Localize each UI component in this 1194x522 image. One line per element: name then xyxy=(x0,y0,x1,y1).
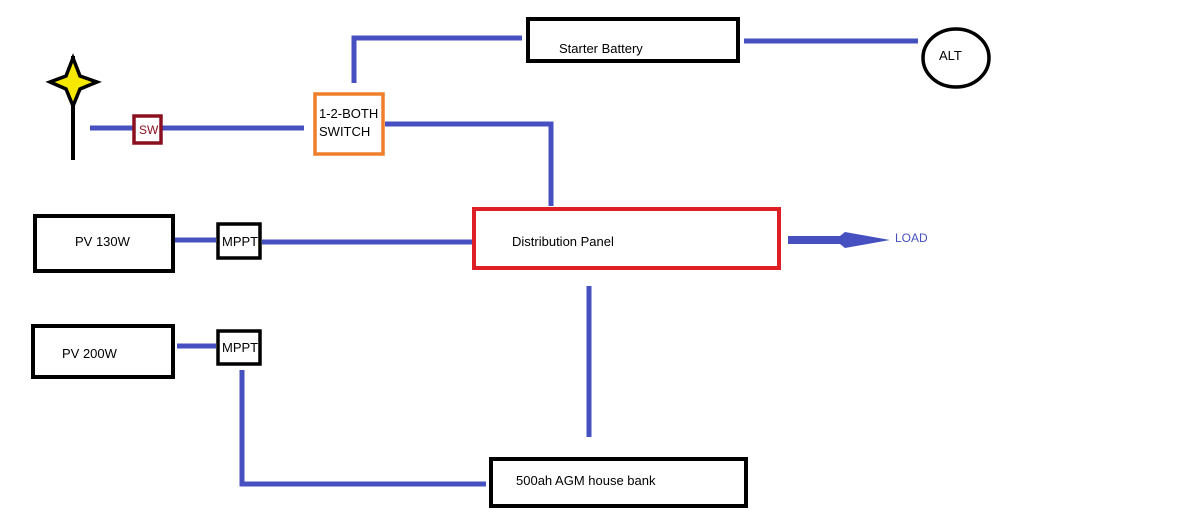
house-bank: 500ah AGM house bank xyxy=(489,457,748,508)
sw-breaker: SW xyxy=(132,114,163,145)
load-label: LOAD xyxy=(895,231,928,245)
starter-battery: Starter Battery xyxy=(526,17,740,63)
distribution-panel-box xyxy=(472,207,781,270)
sw-box xyxy=(132,114,163,145)
mppt-top: MPPT xyxy=(216,222,262,260)
starter-battery-box xyxy=(526,17,740,63)
lamp xyxy=(45,53,102,160)
wire-mppt-to-house-bank xyxy=(239,370,486,487)
pv130-label: PV 130W xyxy=(75,234,131,249)
starter-battery-label: Starter Battery xyxy=(559,41,643,56)
mppt-bottom: MPPT xyxy=(216,329,262,366)
distribution-panel: Distribution Panel xyxy=(472,207,781,270)
mppt-bottom-box xyxy=(216,329,262,366)
wire-switch-to-panel xyxy=(385,121,554,206)
wires xyxy=(90,35,918,487)
sw-label: SW xyxy=(139,123,159,137)
alt-circle xyxy=(921,27,991,89)
distribution-panel-label: Distribution Panel xyxy=(512,234,614,249)
pv200-panel: PV 200W xyxy=(31,324,175,379)
sparkle-lamp-icon xyxy=(45,53,102,111)
switch-label-line2: SWITCH xyxy=(319,124,370,139)
pv130-panel: PV 130W xyxy=(33,214,175,273)
switch-box xyxy=(313,92,385,156)
battery-switch: 1-2-BOTH SWITCH xyxy=(313,92,385,156)
house-bank-box xyxy=(489,457,748,508)
house-bank-label: 500ah AGM house bank xyxy=(516,473,656,488)
switch-label-line1: 1-2-BOTH xyxy=(319,106,378,121)
load-arrow xyxy=(788,232,890,248)
mppt-top-box xyxy=(216,222,262,260)
wire-switch-to-starter-battery xyxy=(351,35,522,83)
pv200-label: PV 200W xyxy=(62,346,118,361)
pv130-box xyxy=(33,214,175,273)
alt-label: ALT xyxy=(939,48,962,63)
arrow-right-icon xyxy=(788,232,890,248)
mppt-top-label: MPPT xyxy=(222,234,258,249)
alternator: ALT xyxy=(921,27,991,89)
mppt-bottom-label: MPPT xyxy=(222,340,258,355)
pv200-box xyxy=(31,324,175,379)
